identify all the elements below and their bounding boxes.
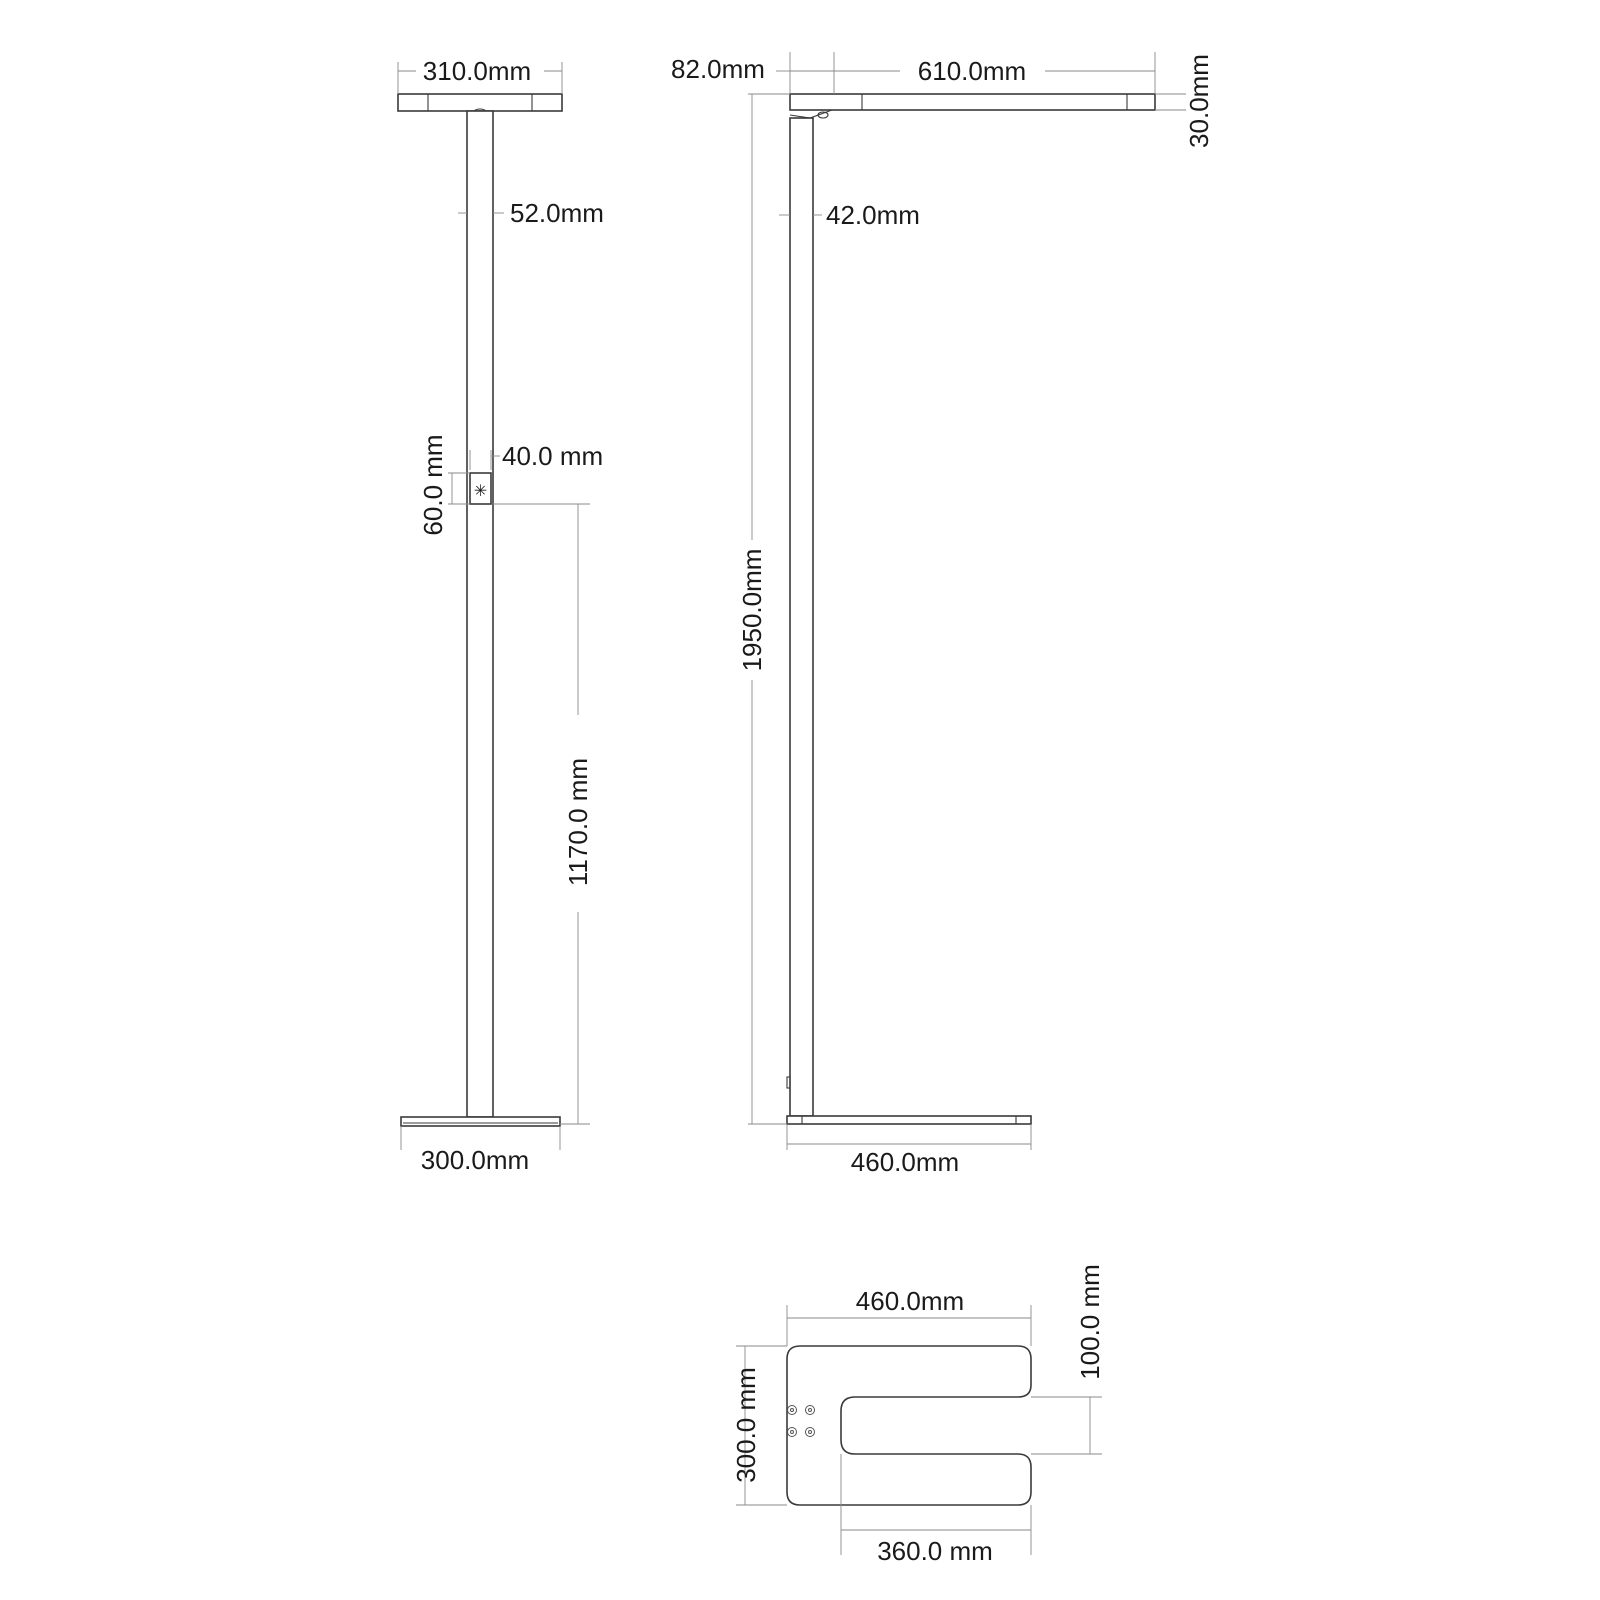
base-slot-length-label: 360.0 mm [877, 1536, 993, 1566]
front-switch-elevation-label: 1170.0 mm [563, 758, 593, 886]
side-base-length-label: 460.0mm [851, 1147, 959, 1177]
side-view: 82.0mm 610.0mm 30.0mm 42.0mm 1950.0mm 46… [671, 52, 1214, 1177]
base-top-view: 460.0mm 100.0 mm 300.0 mm 360.0 mm [731, 1264, 1105, 1566]
switch-icon: ✳ [474, 483, 487, 500]
front-switch [469, 472, 492, 505]
mounting-holes [787, 1405, 815, 1437]
side-arm-thickness-label: 30.0mm [1184, 54, 1214, 148]
base-length-label: 460.0mm [856, 1286, 964, 1316]
front-pole [466, 110, 494, 1118]
base-slot-width-label: 100.0 mm [1075, 1264, 1105, 1380]
side-base [786, 1115, 1032, 1125]
front-switch-width-label: 40.0 mm [502, 441, 603, 471]
front-base-width-label: 300.0mm [421, 1145, 529, 1175]
side-lamp-arm [789, 93, 1156, 111]
front-pole-width-label: 52.0mm [510, 198, 604, 228]
base-plate-outline [786, 1345, 1032, 1506]
front-view: ✳ 310.0mm 52.0mm 40.0 mm 60.0 mm 1170.0 … [397, 56, 604, 1175]
front-head-width-label: 310.0mm [423, 56, 531, 86]
front-switch-height-label: 60.0 mm [418, 434, 448, 535]
side-pole [789, 117, 814, 1117]
base-depth-label: 300.0 mm [731, 1367, 761, 1483]
side-pole-width-label: 42.0mm [826, 200, 920, 230]
side-total-height-label: 1950.0mm [737, 549, 767, 672]
side-arm-length-label: 610.0mm [918, 56, 1026, 86]
side-head-offset-label: 82.0mm [671, 54, 765, 84]
front-base [400, 1116, 561, 1127]
side-arm-joint [789, 109, 833, 119]
